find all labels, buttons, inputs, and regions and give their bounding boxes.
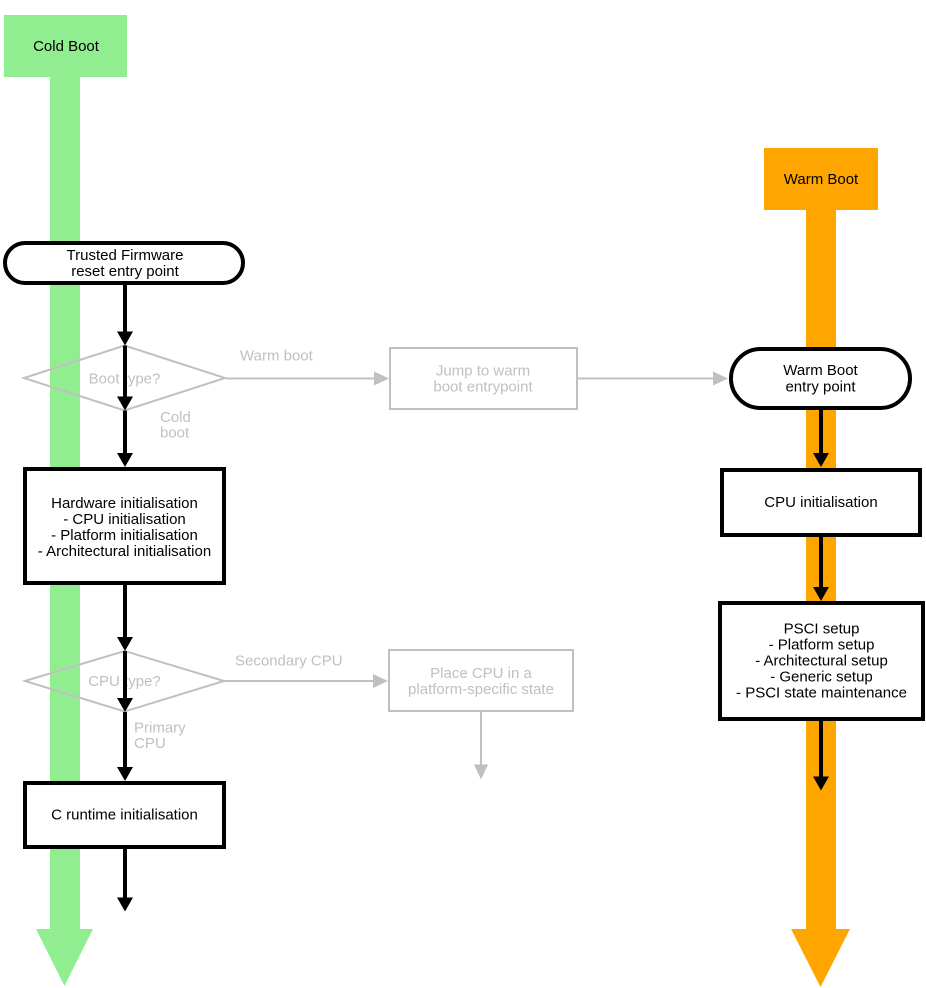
svg-text:Jump to warm: Jump to warm [436,363,530,380]
svg-text:- Architectural initialisation: - Architectural initialisation [38,543,211,560]
svg-text:entry point: entry point [785,379,856,396]
svg-text:C runtime initialisation: C runtime initialisation [51,807,198,824]
svg-text:platform-specific state: platform-specific state [408,681,554,698]
svg-text:Hardware initialisation: Hardware initialisation [51,495,198,512]
svg-text:boot entrypoint: boot entrypoint [433,379,533,396]
svg-text:- Generic setup: - Generic setup [770,669,873,686]
svg-text:Trusted Firmware: Trusted Firmware [67,247,184,264]
svg-text:Warm Boot: Warm Boot [784,171,859,188]
svg-text:- Architectural setup: - Architectural setup [755,653,888,670]
svg-text:- Platform setup: - Platform setup [769,637,875,654]
svg-text:- CPU initialisation: - CPU initialisation [63,511,186,528]
svg-text:Warm boot: Warm boot [240,348,314,365]
svg-text:Warm Boot: Warm Boot [783,362,858,379]
svg-text:Secondary CPU: Secondary CPU [235,653,343,670]
svg-text:PSCI setup: PSCI setup [784,621,860,638]
svg-text:Primary: Primary [134,720,186,737]
svg-text:CPU initialisation: CPU initialisation [764,494,877,511]
svg-text:- Platform initialisation: - Platform initialisation [51,527,198,544]
svg-text:Place CPU in a: Place CPU in a [430,665,532,682]
svg-text:Cold: Cold [160,409,191,426]
svg-text:boot: boot [160,425,190,442]
svg-text:reset entry point: reset entry point [71,263,179,280]
svg-text:CPU: CPU [134,735,166,752]
svg-text:- PSCI state maintenance: - PSCI state maintenance [736,685,907,702]
svg-text:Cold Boot: Cold Boot [33,38,100,55]
